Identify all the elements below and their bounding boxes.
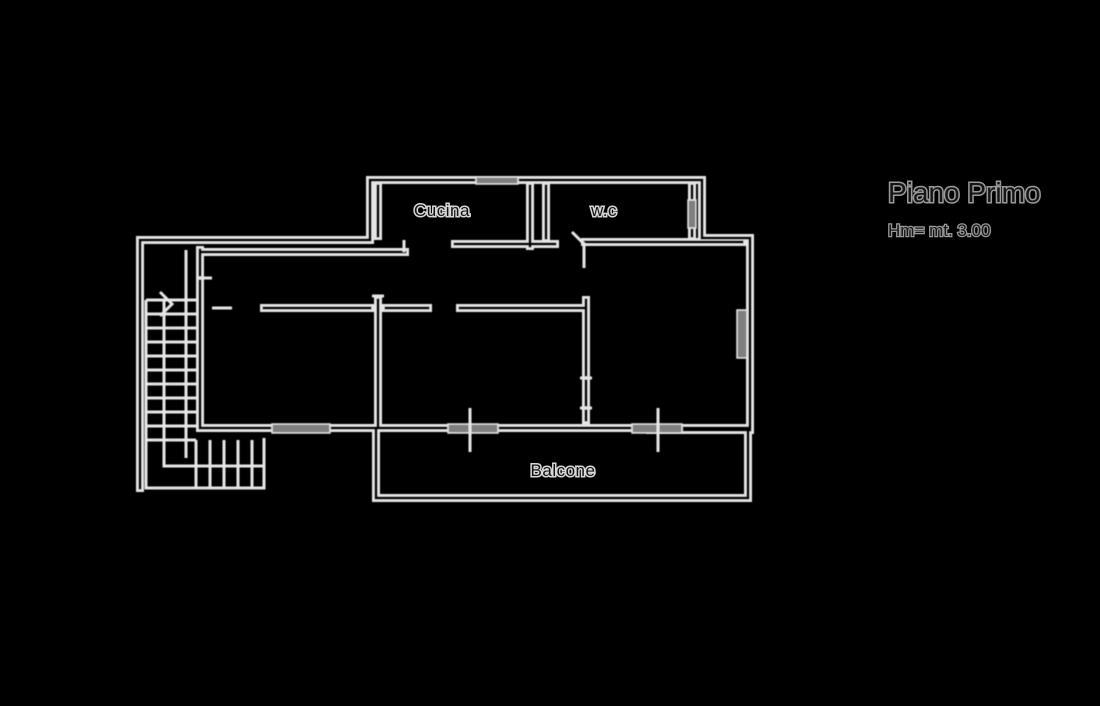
south-door-1 [447, 423, 499, 434]
kitchen-window [475, 176, 519, 185]
plan-title: Piano Primo [888, 177, 1041, 208]
exterior-walls [136, 176, 754, 502]
plan-height-note: Hm= mt. 3.00 [888, 221, 991, 240]
room-label-kitchen: Cucina [414, 201, 470, 220]
south-window-left [271, 423, 331, 434]
door-markers [196, 230, 660, 452]
room-label-wc: w.c [590, 201, 617, 220]
east-window [736, 309, 748, 359]
staircase [144, 250, 266, 490]
wc-window [687, 199, 697, 229]
room-label-balcony: Balcone [531, 461, 596, 480]
